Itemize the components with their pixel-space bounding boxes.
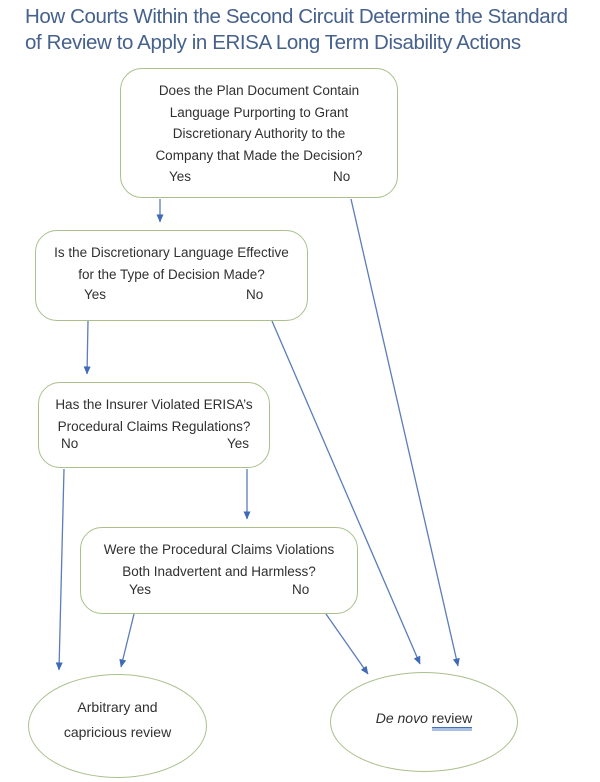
node-q1-text-line: Does the Plan Document Contain: [158, 83, 360, 98]
outcome-arbitrary-capricious: Arbitrary and capricious review: [28, 674, 207, 778]
edge-q2-yes-to-q3: [83, 320, 91, 375]
outcome-arbitrary-line: capricious review: [63, 724, 172, 740]
page-title-line-1: How Courts Within the Second Circuit Det…: [25, 5, 568, 28]
edge-q4-no-to-de-novo: [325, 613, 369, 675]
node-q3-text-line: Has the Insurer Violated ERISA’s: [55, 397, 253, 412]
node-q3-text: Has the Insurer Violated ERISA’s Procedu…: [39, 383, 269, 437]
de-novo-italic-text: De novo: [375, 709, 428, 726]
node-q1-text-line: Company that Made the Decision?: [155, 147, 363, 163]
outcome-arbitrary-line: Arbitrary and: [77, 699, 158, 715]
node-q1-text: Does the Plan Document Contain Language …: [121, 69, 397, 166]
page-title: How Courts Within the Second Circuit Det…: [25, 4, 585, 55]
node-q3-no-label: No: [61, 436, 79, 451]
edge-q1-no-to-de-novo: [350, 198, 460, 667]
node-q4-no-label: No: [292, 582, 310, 597]
outcome-arbitrary-text: Arbitrary and capricious review: [64, 695, 171, 745]
review-underlined-text: review: [431, 709, 473, 728]
node-q2-no-label: No: [246, 287, 264, 302]
node-q3-text-line: Procedural Claims Regulations?: [57, 418, 251, 434]
node-q2-text-line: Is the Discretionary Language Effective: [54, 245, 289, 260]
node-q2-yes-label: Yes: [84, 287, 107, 302]
page-title-line-2: of Review to Apply in ERISA Long Term Di…: [25, 30, 521, 54]
edge-q2-no-to-de-novo: [271, 320, 421, 665]
node-q4-text-line: Were the Procedural Claims Violations: [103, 542, 335, 557]
node-q4-inadvertent-harmless: Were the Procedural Claims Violations Bo…: [80, 527, 358, 614]
node-q3-yes-label: Yes: [227, 436, 250, 451]
node-q4-text-line: Both Inadvertent and Harmless?: [122, 563, 316, 579]
node-q1-no-label: No: [333, 169, 351, 184]
node-q2-text-line: for the Type of Decision Made?: [78, 266, 265, 282]
node-q1-text-line: Discretionary Authority to the: [172, 126, 346, 141]
node-q2-language-effective: Is the Discretionary Language Effective …: [35, 230, 308, 321]
node-q1-plan-document: Does the Plan Document Contain Language …: [120, 68, 398, 198]
node-q1-text-line: Language Purporting to Grant: [169, 104, 349, 120]
edge-q4-yes-to-arbitrary: [119, 613, 135, 668]
node-q3-erisa-violation: Has the Insurer Violated ERISA’s Procedu…: [38, 382, 270, 468]
node-q1-yes-label: Yes: [169, 169, 192, 184]
node-q2-text: Is the Discretionary Language Effective …: [36, 231, 307, 285]
outcome-de-novo-text: De novo review: [376, 706, 473, 731]
node-q4-yes-label: Yes: [129, 582, 152, 597]
outcome-de-novo: De novo review: [330, 672, 518, 772]
edge-q3-no-to-arbitrary: [55, 468, 65, 671]
node-q4-text: Were the Procedural Claims Violations Bo…: [81, 528, 357, 582]
